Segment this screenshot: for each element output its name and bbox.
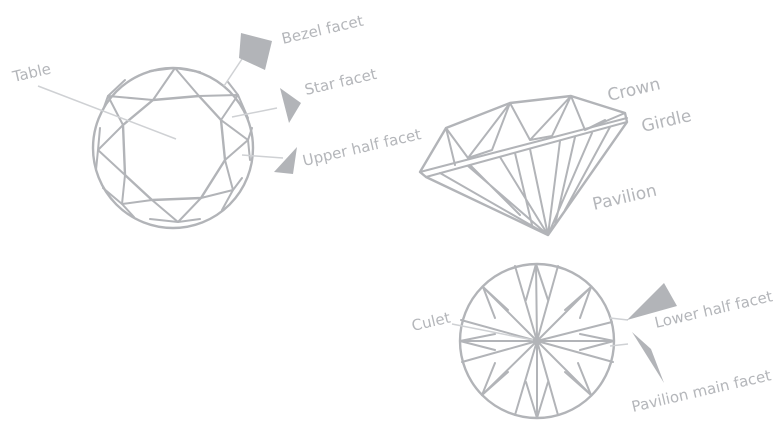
table-octagon	[121, 94, 227, 202]
side-view-diamond	[418, 94, 629, 237]
pavilion-main-leader-line	[609, 343, 629, 347]
top-view-leaders	[37, 55, 284, 159]
label-table: Table	[10, 60, 53, 86]
lower-half-facet-icon	[627, 283, 677, 320]
label-crown: Crown	[606, 74, 663, 106]
upper-half-facet-lines	[95, 67, 253, 223]
star-facet-icon	[280, 88, 301, 123]
label-star-facet: Star facet	[303, 65, 379, 99]
label-pavilion: Pavilion	[591, 181, 659, 215]
table-leader-line	[37, 85, 177, 140]
side-view-pavilion-facets	[439, 126, 611, 236]
top-view-girdle-outline	[91, 66, 255, 230]
upper-half-facet-icon	[274, 147, 297, 174]
bottom-view-leaders	[451, 317, 629, 347]
top-view-diamond	[91, 66, 255, 230]
label-girdle: Girdle	[640, 106, 694, 137]
bottom-view-diamond	[458, 262, 616, 420]
bezel-facet-icon	[239, 33, 272, 70]
label-upper-half-facet: Upper half facet	[301, 125, 423, 170]
pavilion-main-facet-icon	[632, 332, 664, 383]
lower-half-leader-line	[609, 317, 629, 321]
label-culet: Culet	[410, 309, 452, 335]
label-pavilion-main-facet: Pavilion main facet	[630, 366, 773, 416]
side-view-crown-facets	[445, 95, 626, 166]
bezel-leader-line	[223, 55, 245, 87]
label-lower-half-facet: Lower half facet	[653, 287, 775, 332]
upper-half-leader-line	[241, 154, 284, 159]
culet-leader-line	[451, 323, 534, 341]
pavilion-main-facet-lines	[459, 263, 615, 419]
lower-half-facet-lines	[459, 263, 615, 419]
label-bezel-facet: Bezel facet	[280, 12, 365, 48]
star-leader-line	[231, 107, 278, 118]
